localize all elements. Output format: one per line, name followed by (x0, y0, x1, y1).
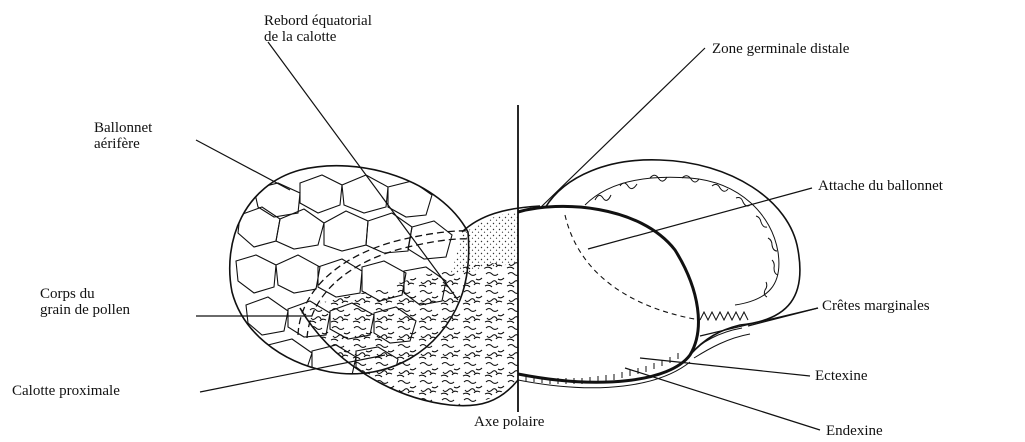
label-rebord: Rebord équatorial de la calotte (264, 13, 372, 45)
label-ectexine: Ectexine (815, 368, 867, 384)
label-cretes: Crêtes marginales (822, 298, 930, 314)
label-axe: Axe polaire (474, 414, 544, 430)
label-attache: Attache du ballonnet (818, 178, 943, 194)
right-air-sac-outline (545, 160, 800, 355)
right-air-sac-inner (585, 177, 779, 305)
proximal-cap-texture (300, 262, 518, 405)
label-corps: Corps du grain de pollen (40, 286, 130, 318)
label-ballonnet-line2: aérifère (94, 136, 152, 152)
label-corps-line2: grain de pollen (40, 302, 130, 318)
label-calotte: Calotte proximale (12, 383, 120, 399)
label-ballonnet: Ballonnet aérifère (94, 120, 152, 152)
label-zone-germinale: Zone germinale distale (712, 41, 849, 57)
label-endexine: Endexine (826, 423, 883, 439)
marginal-crests-2 (694, 334, 750, 358)
right-sac-wrinkles (595, 175, 778, 320)
label-rebord-line1: Rebord équatorial (264, 13, 372, 29)
label-rebord-line2: de la calotte (264, 29, 372, 45)
endexine-thick-wall (518, 206, 698, 382)
label-corps-line1: Corps du (40, 286, 130, 302)
attachment-dashed (565, 215, 700, 320)
label-ballonnet-line1: Ballonnet (94, 120, 152, 136)
